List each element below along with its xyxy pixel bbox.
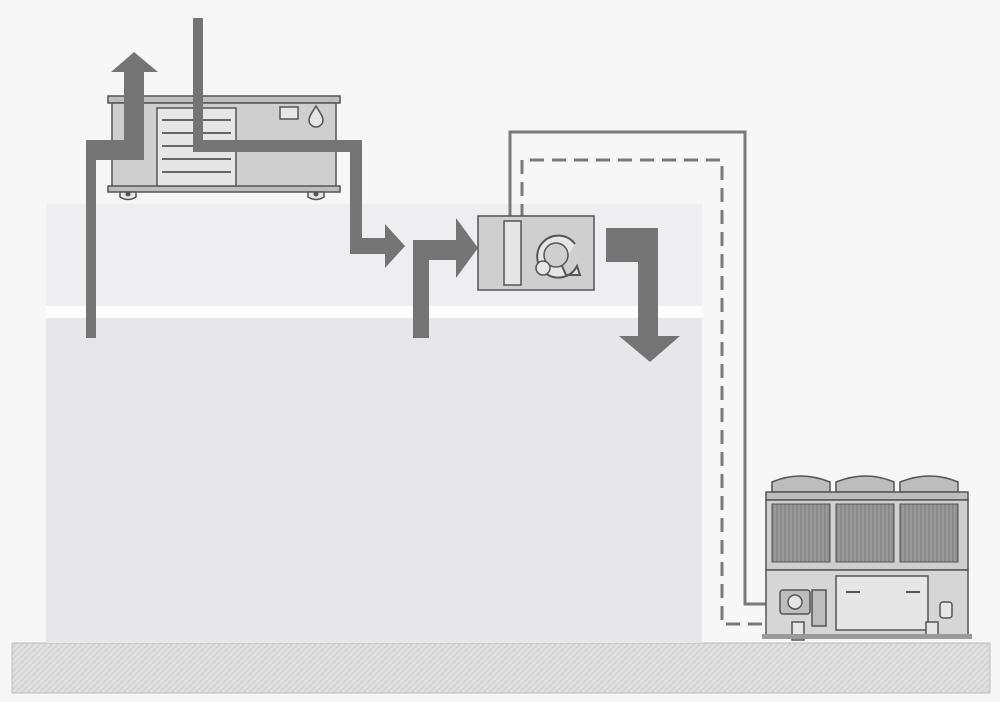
fresh-air-intake-duct bbox=[193, 18, 203, 140]
building-upper-floor bbox=[46, 204, 702, 306]
floor-slab bbox=[46, 306, 702, 318]
chiller-fan-1 bbox=[771, 475, 831, 493]
building bbox=[46, 204, 702, 643]
return-air-arrow bbox=[413, 218, 478, 338]
control-panel-icon bbox=[279, 106, 299, 120]
condenser-coil-2 bbox=[835, 503, 895, 563]
chiller-access-panel bbox=[835, 575, 929, 631]
fan-coil-filter bbox=[503, 220, 522, 286]
air-cooled-chiller bbox=[762, 475, 972, 641]
conditioned-air-supply-arrow bbox=[606, 228, 680, 362]
condenser-coil-3 bbox=[899, 503, 959, 563]
chiller-fan-2 bbox=[835, 475, 895, 493]
chilled-water-supply-line bbox=[508, 130, 778, 606]
air-flow-arrows bbox=[86, 18, 680, 362]
drop-icon bbox=[308, 104, 324, 128]
building-lower-floor bbox=[46, 318, 702, 643]
exhaust-air-arrow bbox=[86, 52, 158, 338]
supply-to-fan-coil-arrow bbox=[193, 140, 405, 268]
chiller-tank bbox=[939, 601, 953, 619]
ground bbox=[11, 642, 991, 694]
chiller-fan-3 bbox=[899, 475, 959, 493]
fan-coil-unit bbox=[477, 215, 595, 291]
condenser-coil-1 bbox=[771, 503, 831, 563]
